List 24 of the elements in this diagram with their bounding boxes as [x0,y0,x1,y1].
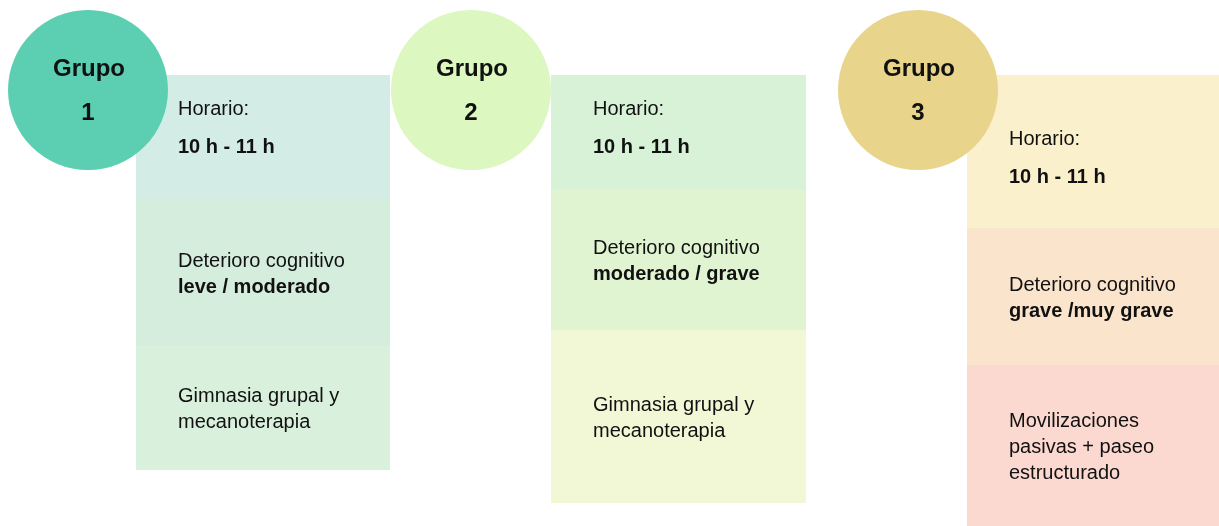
condition-text: Deterioro cognitivo moderado / grave [593,235,761,286]
schedule-panel [136,75,390,200]
condition-text: Deterioro cognitivo leve / moderado [178,247,346,299]
activity-panel [551,330,806,503]
description-panel [967,228,1219,365]
activity-text: Gimnasia grupal y mecanoterapia [178,382,341,434]
schedule-time: 10 h - 11 h [178,134,276,159]
schedule-label: Horario: [593,96,666,121]
activity-text: Gimnasia grupal y mecanoterapia [593,391,756,443]
schedule-label: Horario: [178,96,251,121]
schedule-panel [967,75,1219,228]
schedule-panel [551,75,806,190]
schedule-time: 10 h - 11 h [593,134,691,159]
group-title: Grupo 2 [436,53,506,127]
group-title: Grupo 1 [53,53,123,127]
schedule-time: 10 h - 11 h [1009,164,1107,189]
group-title: Grupo 3 [883,53,953,127]
condition-text: Deterioro cognitivo grave /muy grave [1009,271,1177,323]
activity-text: Movilizaciones pasivas + paseo estructurado [1009,407,1156,485]
schedule-label: Horario: [1009,126,1082,151]
description-panel [551,190,806,330]
description-panel [136,200,390,345]
activity-panel [136,345,390,470]
activity-panel [967,365,1219,526]
